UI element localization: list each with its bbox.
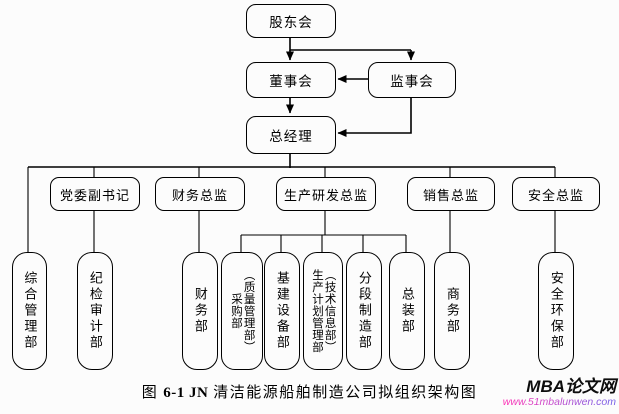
dept-label: 生产计划管理部 [311, 269, 323, 353]
dept-label: 商务部 [444, 287, 460, 335]
node-director-safety: 安全总监 [512, 177, 600, 211]
node-dept-production-planning-tech-info: 生产计划管理部 （技术信息部） [303, 252, 343, 370]
dept-label: 财务部 [192, 287, 208, 335]
node-board-of-directors: 董事会 [246, 62, 336, 98]
dept-label-right: （质量管理部） [242, 269, 255, 353]
dept-label: 分段制造部 [356, 271, 372, 351]
node-board-label: 董事会 [269, 74, 313, 89]
node-supervisory-board: 监事会 [368, 62, 456, 98]
dept-label: 采购部 [230, 293, 242, 329]
watermark-site-name: MBA论文网 [526, 377, 616, 396]
node-dept-infrastructure-equipment: 基建设备部 [264, 252, 300, 370]
node-shareholders: 股东会 [246, 4, 336, 38]
director-label: 财务总监 [171, 187, 228, 203]
caption-title: 清洁能源船舶制造公司拟组织架构图 [213, 385, 478, 401]
dept-label-right: （技术信息部） [323, 269, 336, 353]
node-dept-final-assembly: 总装部 [389, 252, 425, 370]
director-label: 销售总监 [422, 187, 479, 203]
dept-label: 基建设备部 [274, 271, 290, 351]
caption-figure-label: 图 [141, 385, 159, 401]
director-label: 党委副书记 [59, 187, 130, 203]
director-label: 安全总监 [527, 187, 584, 203]
watermark: MBA论文网 www.51mbalunwen.com [502, 377, 616, 408]
director-label: 生产研发总监 [283, 187, 368, 203]
dept-label: 安全环保部 [548, 271, 564, 351]
node-dept-procurement-quality: 采购部 （质量管理部） [221, 252, 263, 370]
dept-label: 总装部 [399, 287, 415, 335]
node-supervisory-label: 监事会 [390, 74, 434, 89]
watermark-site-url: www.51mbalunwen.com [502, 395, 616, 408]
node-dept-general-admin: 综合管理部 [12, 252, 47, 370]
node-director-production-rd: 生产研发总监 [276, 177, 376, 211]
node-shareholders-label: 股东会 [269, 15, 313, 30]
node-dept-safety-environment: 安全环保部 [538, 252, 574, 370]
node-dept-section-manufacturing: 分段制造部 [346, 252, 382, 370]
node-dept-finance: 财务部 [182, 252, 218, 370]
node-director-finance: 财务总监 [155, 177, 245, 211]
dept-label: 纪检审计部 [87, 271, 103, 351]
node-director-sales: 销售总监 [407, 177, 495, 211]
caption-figure-number: 6-1 JN [163, 385, 209, 401]
node-dept-commerce: 商务部 [434, 252, 470, 370]
node-director-party-secretary: 党委副书记 [50, 177, 140, 211]
node-dept-discipline-audit: 纪检审计部 [77, 252, 113, 370]
node-general-manager: 总经理 [246, 116, 336, 154]
dept-label: 综合管理部 [22, 271, 38, 351]
node-general-manager-label: 总经理 [269, 129, 313, 144]
